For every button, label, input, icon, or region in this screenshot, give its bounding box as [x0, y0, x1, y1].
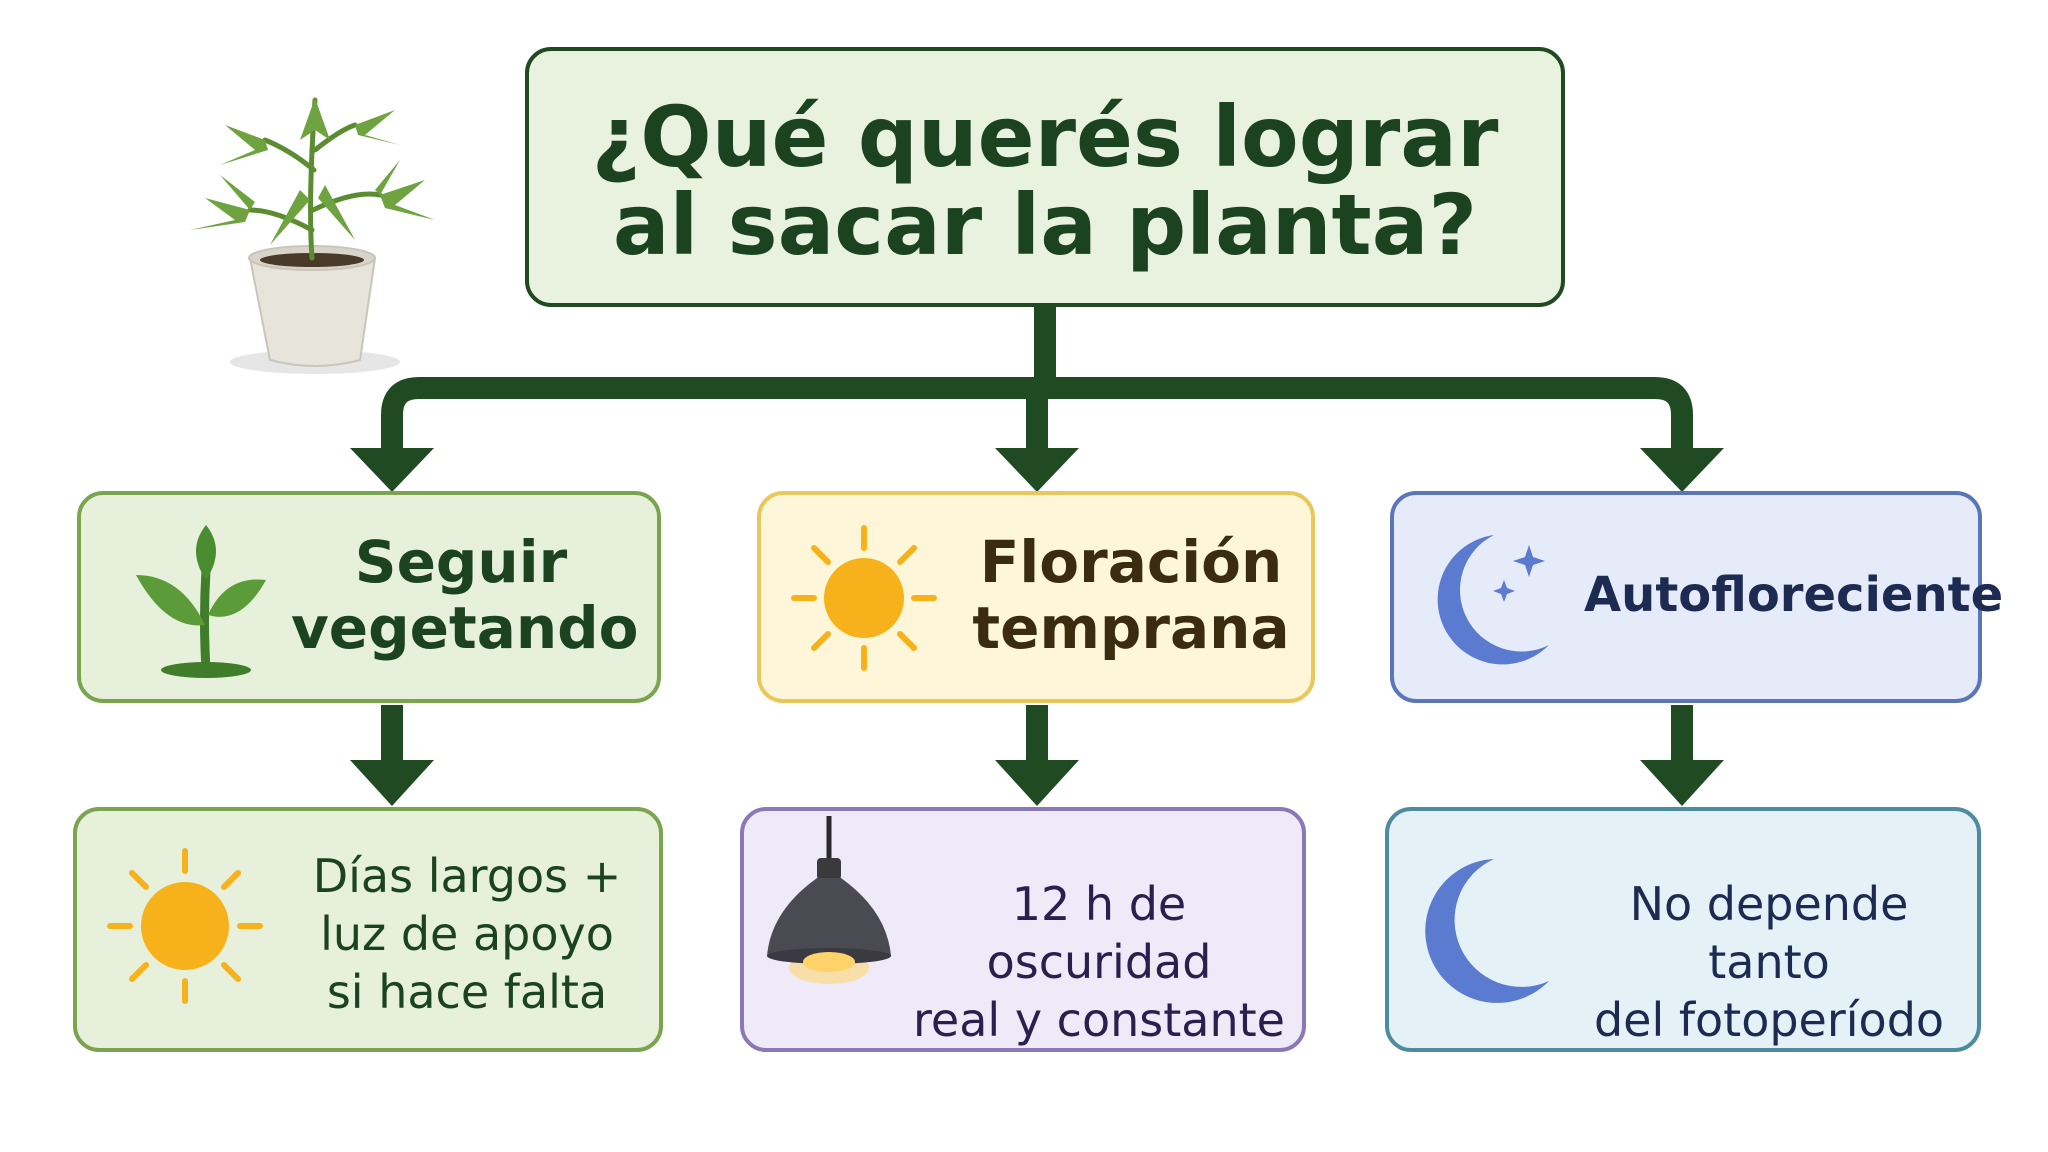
question-box: ¿Qué querés lograr al sacar la planta?	[525, 47, 1565, 307]
option-label: temprana	[972, 594, 1290, 662]
option-label: vegetando	[291, 594, 639, 662]
arrow-head-outcome-3	[1640, 760, 1724, 806]
outcome-text: del fotoperíodo	[1593, 993, 1945, 1047]
sun-icon	[107, 848, 263, 1004]
arrow-head-outcome-2	[995, 760, 1079, 806]
question-title: ¿Qué querés lograr al sacar la planta?	[591, 88, 1499, 274]
outcome-text: si hace falta	[326, 965, 608, 1019]
potted-plant-icon	[190, 97, 435, 374]
outcome-12h-oscuridad: 12 h de oscuridad real y constante	[740, 807, 1306, 1052]
outcome-dias-largos: Días largos + luz de apoyo si hace falta	[73, 807, 663, 1052]
option-label: Seguir	[354, 528, 568, 596]
option-autofloreciente: Autofloreciente	[1390, 491, 2004, 703]
hanging-lamp-icon	[767, 816, 891, 984]
arrow-head-outcome-1	[350, 760, 434, 806]
outcome-text: luz de apoyo	[320, 907, 614, 961]
option-floracion-temprana: Floración temprana	[757, 491, 1315, 703]
sun-icon	[791, 525, 937, 671]
outcome-text: Días largos +	[312, 849, 622, 903]
moon-stars-icon	[1437, 535, 1549, 665]
seedling-icon	[136, 525, 266, 678]
moon-icon	[1425, 859, 1549, 1003]
outcome-no-depende: No depende tanto del fotoperíodo	[1385, 807, 1981, 1052]
outcome-text: real y constante	[913, 993, 1285, 1047]
option-seguir-vegetando: Seguir vegetando	[77, 491, 661, 703]
outcome-text: No depende tanto	[1629, 877, 1909, 989]
option-label: Autofloreciente	[1584, 567, 2004, 623]
arrow-head-option-1	[350, 448, 434, 492]
arrow-head-option-2	[995, 448, 1079, 492]
arrow-head-option-3	[1640, 448, 1724, 492]
option-label: Floración	[979, 528, 1283, 596]
outcome-text: 12 h de oscuridad	[986, 877, 1212, 989]
